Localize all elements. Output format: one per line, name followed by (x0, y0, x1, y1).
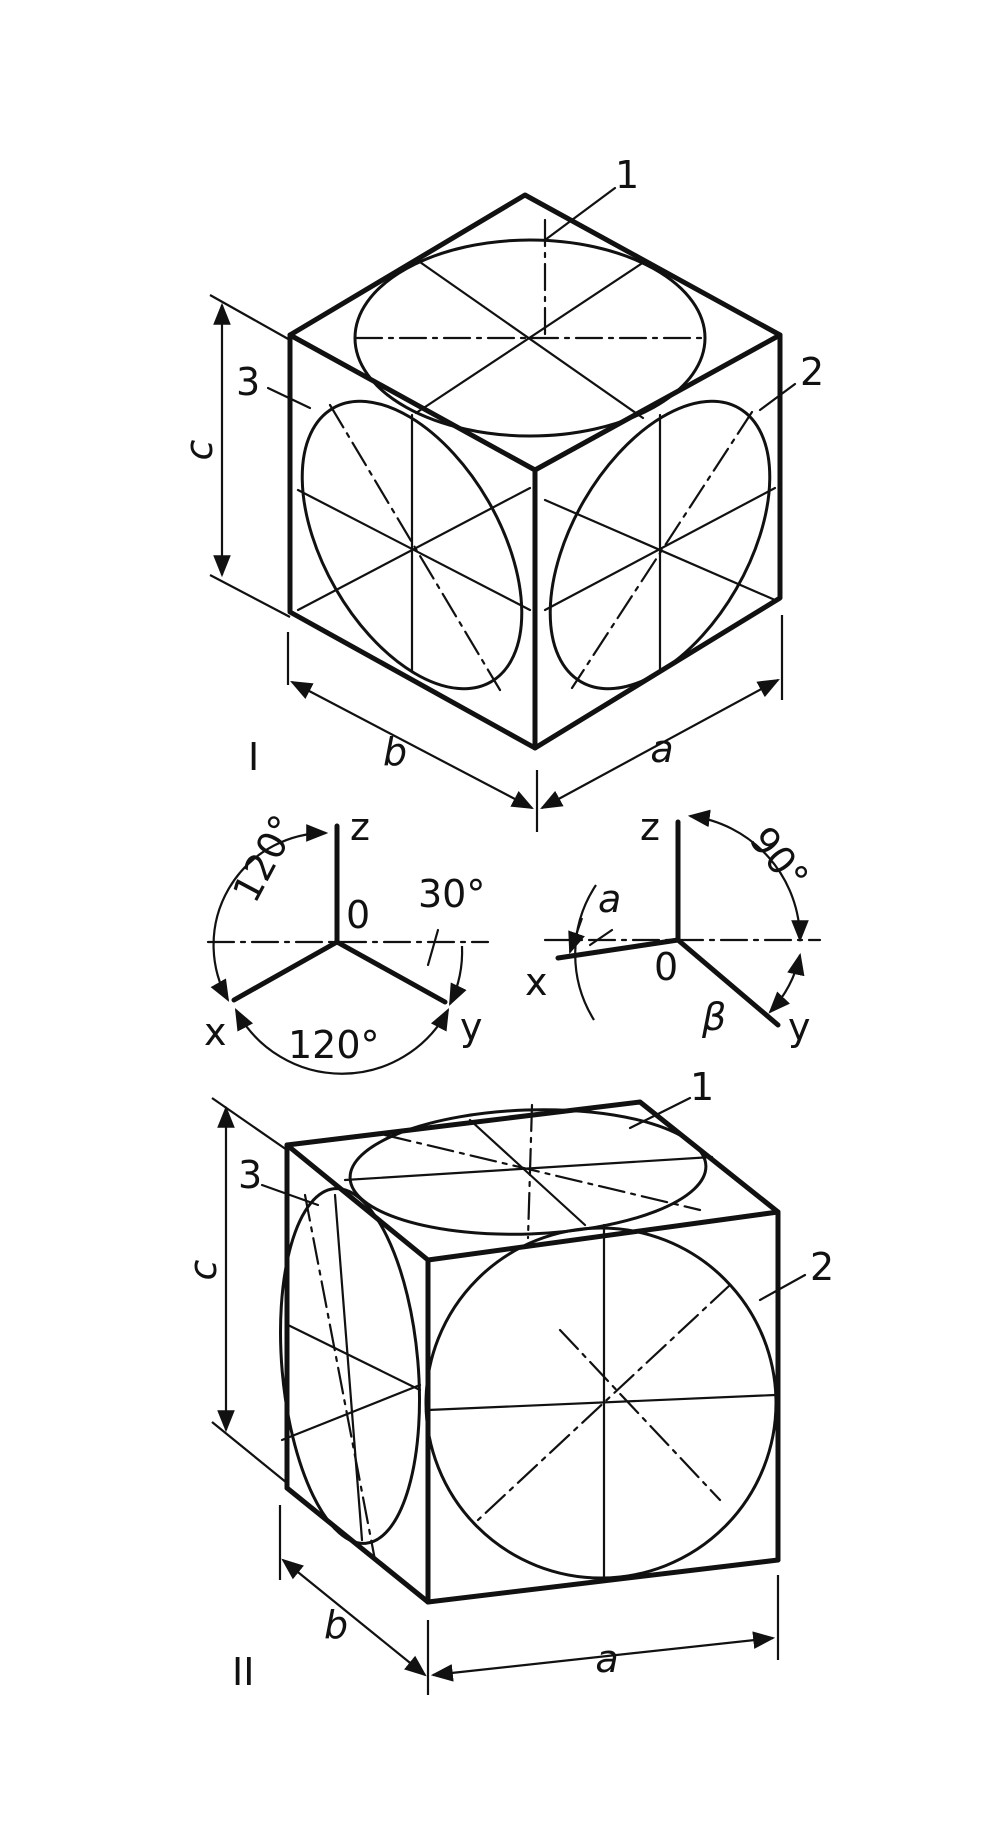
angle-beta: β (701, 995, 726, 1039)
origin-label: 0 (346, 893, 370, 937)
top-face-ellipse-2 (348, 1108, 708, 1236)
dim-label-a: a (650, 727, 673, 771)
label-3-left-2: 3 (238, 1153, 262, 1197)
roman-numeral-i: I (248, 735, 259, 779)
dimetric-axes: z x y 0 90° a β (525, 805, 822, 1049)
angle-120-bottom: 120° (288, 1023, 380, 1067)
isometric-axes: z x y 0 120° 120° 30° (204, 805, 490, 1075)
angle-30: 30° (418, 872, 485, 916)
dim-label-c: c (177, 439, 221, 460)
axis-y-label-2: y (788, 1005, 811, 1049)
label-3-left: 3 (236, 360, 260, 404)
axis-z-label: z (350, 805, 370, 849)
isometric-cube-diagram: I 1 2 3 c b a (177, 153, 824, 832)
angle-120-top: 120° (224, 808, 306, 909)
dim-label-b-2: b (324, 1603, 348, 1647)
angle-alpha: a (598, 877, 621, 921)
label-2-right: 2 (800, 350, 824, 394)
axis-y-label: y (460, 1005, 483, 1049)
axis-x-label: x (204, 1010, 227, 1054)
dim-label-a-2: a (595, 1637, 618, 1681)
dimetric-cube-diagram: II 1 2 3 c b a (181, 1065, 834, 1695)
label-1-top: 1 (615, 153, 639, 197)
left-face-ellipse-2 (279, 1187, 421, 1545)
origin-label-2: 0 (654, 945, 678, 989)
axis-x-label-2: x (525, 960, 548, 1004)
top-face-outline (287, 192, 783, 473)
label-2-right-2: 2 (810, 1245, 834, 1289)
top-face-outline-2 (284, 1099, 781, 1263)
dim-label-c-2: c (181, 1259, 225, 1280)
axis-z-label-2: z (640, 805, 660, 849)
dim-label-b: b (383, 730, 407, 774)
label-1-top-2: 1 (690, 1065, 714, 1109)
angle-90: 90° (741, 818, 817, 898)
roman-numeral-ii: II (232, 1650, 254, 1694)
